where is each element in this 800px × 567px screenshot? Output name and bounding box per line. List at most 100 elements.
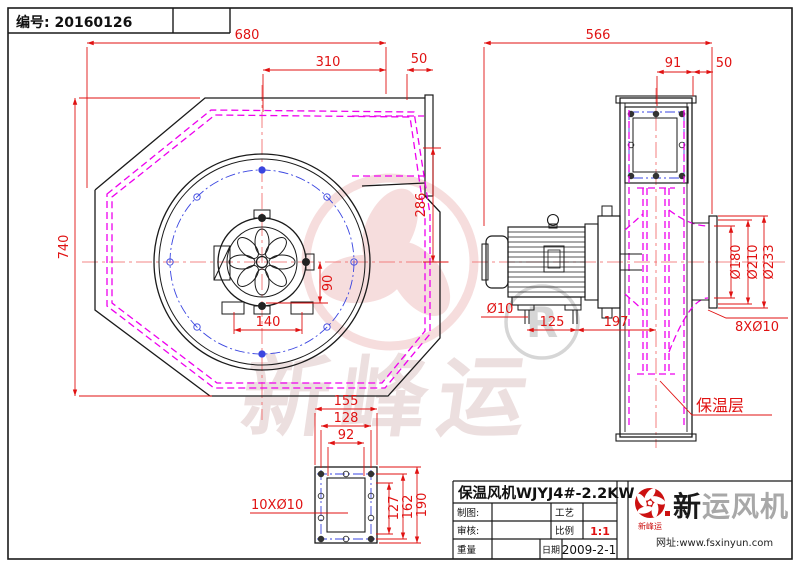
svg-text:Ø180: Ø180 <box>729 244 744 279</box>
hub-assembly <box>213 209 315 315</box>
website: 网址:www.fsxinyun.com <box>656 536 773 549</box>
dim-d210: Ø210 <box>718 219 761 305</box>
title-block-grid <box>452 480 792 559</box>
impeller-petals <box>228 228 296 296</box>
motor <box>481 205 642 324</box>
svg-text:92: 92 <box>338 428 355 443</box>
svg-text:286: 286 <box>414 193 429 218</box>
svg-text:140: 140 <box>256 315 281 330</box>
hub-foot-left <box>221 301 245 315</box>
svg-text:566: 566 <box>586 28 611 43</box>
svg-text:Ø233: Ø233 <box>762 244 777 279</box>
dim-90: 90 <box>266 262 336 304</box>
dim-162: 162 <box>376 473 416 540</box>
volute-outer <box>106 109 431 389</box>
registered-r: R <box>526 298 558 347</box>
brand-name-rest: 运风机 <box>702 490 789 523</box>
dim-310: 310 <box>262 55 386 112</box>
watermark-fan-logo <box>301 173 479 351</box>
svg-text:128: 128 <box>334 411 359 426</box>
svg-text:310: 310 <box>316 55 341 70</box>
mount-bolt-bottom <box>601 307 613 319</box>
front-outlet-flange <box>424 94 434 197</box>
dim-566: 566 <box>483 28 713 226</box>
flange-holes-note: 10XØ10 <box>250 498 348 514</box>
fan-logo-icon <box>635 488 666 518</box>
dim-190: 190 <box>379 466 430 544</box>
inlet-bolt-holes <box>166 166 358 358</box>
dim-91: 91 <box>656 56 694 106</box>
checked-label: 审核: <box>457 525 479 537</box>
dim-d233: Ø233 <box>718 215 777 309</box>
svg-text:740: 740 <box>57 235 72 260</box>
front-view: 680 310 50 740 286 90 <box>57 28 452 420</box>
dim-740: 740 <box>57 97 212 397</box>
svg-text:50: 50 <box>411 52 428 67</box>
product-title: 保温风机WJYJ4#-2.2KW <box>457 484 634 502</box>
dim-286: 286 <box>414 147 448 263</box>
weight-label: 重量 <box>457 544 477 556</box>
dim-155: 155 <box>314 394 378 465</box>
scale-label: 比例 <box>555 525 574 537</box>
flange-bolt-holes <box>317 470 375 543</box>
dim-127: 127 <box>376 482 402 535</box>
drawn-label: 制图: <box>457 507 479 519</box>
motor-feet <box>511 296 582 306</box>
brand-name-first: 新 <box>673 490 702 523</box>
svg-text:91: 91 <box>665 56 682 71</box>
motor-eye-bolt <box>546 213 560 227</box>
motor-rear-cap <box>485 235 509 289</box>
front-housing-outline <box>94 97 441 397</box>
hub-bracket-cut <box>213 245 231 281</box>
watermark-text: 新峰运 <box>235 346 543 448</box>
insulation-callout: 保温层 <box>659 380 772 416</box>
volute-inner <box>111 114 426 384</box>
inlet-ring-inner <box>158 158 366 366</box>
base-hole-note: Ø10 <box>481 302 528 318</box>
side-housing-bottom-lip <box>615 433 697 442</box>
flange-inner-rect <box>326 477 366 533</box>
insulation-label: 保温层 <box>696 396 744 415</box>
dim-128: 128 <box>320 411 372 468</box>
serial-text: 编号: 20160126 <box>16 14 132 31</box>
dim-50-front: 50 <box>406 52 433 100</box>
motor-fins <box>508 231 585 293</box>
motor-nameplate <box>543 245 565 273</box>
svg-text:50: 50 <box>716 56 733 71</box>
motor-rear-end <box>481 243 489 281</box>
dim-197: 197 <box>577 315 656 333</box>
motor-nameplate-inner <box>547 249 561 269</box>
scale-value: 1:1 <box>590 525 610 538</box>
hub-bolt-bottom <box>258 302 266 310</box>
svg-text:162: 162 <box>401 495 416 520</box>
sheet-border <box>7 7 793 560</box>
flange-outer-rect <box>314 466 378 544</box>
svg-text:10XØ10: 10XØ10 <box>251 498 303 513</box>
title-block: 保温风机WJYJ4#-2.2KW 制图: 审核: 重量 工艺 比例 日期 1:1… <box>452 480 792 559</box>
svg-text:127: 127 <box>387 496 402 521</box>
side-top-flange-bolts <box>627 110 686 180</box>
svg-text:197: 197 <box>604 315 629 330</box>
svg-text:90: 90 <box>321 275 336 292</box>
hub-bracket-left <box>213 245 231 281</box>
brand-name: 新运风机 <box>673 490 789 523</box>
svg-text:680: 680 <box>235 28 260 43</box>
side-view: 566 91 50 Ø180 Ø210 Ø233 <box>472 28 788 448</box>
outlet-flange <box>692 215 718 309</box>
side-top-flange <box>624 106 689 184</box>
dim-50-side: 50 <box>693 56 733 75</box>
brand-logo: 新峰运 新运风机 网址:www.fsxinyun.com <box>635 488 789 549</box>
dim-125: 125 <box>527 315 577 333</box>
hub-center <box>255 255 269 269</box>
dim-92: 92 <box>327 428 365 476</box>
watermark-registered-mark: R <box>504 284 580 360</box>
svg-text:8XØ10: 8XØ10 <box>735 320 779 335</box>
fan-logo-caption: 新峰运 <box>638 521 662 531</box>
side-housing-top-lip <box>615 95 697 104</box>
process-label: 工艺 <box>555 508 574 519</box>
hub-bolt-right <box>302 258 310 266</box>
svg-text:155: 155 <box>334 394 359 409</box>
flange-detail-view: 155 128 92 127 162 <box>250 394 430 544</box>
